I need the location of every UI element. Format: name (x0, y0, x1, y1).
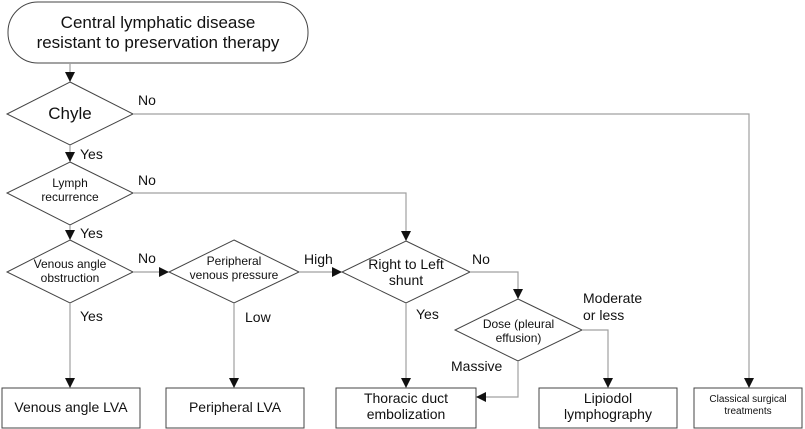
lymph-recurrence-line2: recurrence (41, 189, 99, 204)
shunt-line2: shunt (388, 272, 424, 289)
outcome-venous-angle-lva-box (1, 387, 141, 429)
start-label-line2: resistant to preservation therapy (36, 32, 280, 52)
connector-chyle-no (133, 113, 754, 388)
outcome-lipiodol: Lipiodol lymphography (539, 390, 677, 422)
dose-moderate-line2: or less (583, 306, 625, 323)
chyle-label: Chyle (48, 104, 92, 123)
start-label-line1: Central lymphatic disease (60, 13, 256, 32)
venous-no-label: No (138, 250, 156, 266)
lymph-yes-label: Yes (80, 225, 103, 241)
venous-angle-line1: Venous angle (33, 257, 107, 271)
dose-label: Dose (pleural effusion) (455, 317, 582, 346)
lymph-recurrence-label: Lymph recurrence (7, 176, 133, 205)
venous-yes-label: Yes (80, 308, 103, 324)
shunt-label: Right to Left shunt (342, 256, 470, 288)
outcome-classical: Classical surgical treatments (694, 394, 802, 417)
outcome-lipiodol-line1: Lipiodol (583, 390, 633, 406)
outcome-thoracic-duct-box (335, 387, 477, 429)
dose-moderate-line1: Moderate (583, 290, 643, 306)
outcome-peripheral-lva-box (165, 387, 305, 429)
outcome-venous-angle-lva: Venous angle LVA (14, 399, 128, 415)
peripheral-pressure-label: Peripheral venous pressure (169, 254, 299, 283)
outcome-classical-line2: treatments (724, 405, 772, 417)
lymph-recurrence-line1: Lymph (52, 176, 88, 190)
connector-shunt-no (470, 271, 523, 299)
pressure-high-label: High (304, 251, 333, 267)
venous-angle-label: Venous angle obstruction (7, 257, 133, 286)
venous-angle-line2: obstruction (40, 270, 100, 285)
outcome-thoracic-duct: Thoracic duct embolization (336, 390, 476, 422)
dose-line1: Dose (pleural (482, 317, 555, 331)
outcome-lipiodol-line2: lymphography (564, 406, 652, 423)
shunt-yes-label: Yes (416, 306, 439, 322)
outcome-classical-box (693, 387, 803, 429)
lymph-no-label: No (138, 172, 156, 188)
peripheral-pressure-line2: venous pressure (189, 267, 279, 282)
shunt-no-label: No (472, 251, 490, 267)
shunt-line1: Right to Left (368, 256, 444, 272)
chyle-no-label: No (138, 92, 156, 108)
pressure-low-label: Low (245, 309, 271, 325)
outcome-classical-line1: Classical surgical (709, 394, 787, 405)
connector-dose-moderate (582, 329, 613, 388)
chyle-yes-label: Yes (80, 146, 103, 162)
start-label: Central lymphatic disease resistant to p… (8, 13, 308, 52)
dose-line2: effusion) (495, 330, 542, 345)
outcome-lipiodol-box (538, 387, 678, 429)
dose-massive-label: Massive (451, 358, 503, 374)
start-terminator (7, 1, 309, 64)
outcome-thoracic-duct-line1: Thoracic duct (363, 390, 449, 406)
peripheral-pressure-line1: Peripheral (206, 254, 262, 268)
connector-dose-massive (476, 361, 519, 402)
outcome-thoracic-duct-line2: embolization (366, 406, 446, 423)
outcome-peripheral-lva: Peripheral LVA (188, 399, 282, 415)
dose-moderate-label: Moderate or less (583, 290, 642, 324)
connector-lymph-no (133, 192, 411, 241)
